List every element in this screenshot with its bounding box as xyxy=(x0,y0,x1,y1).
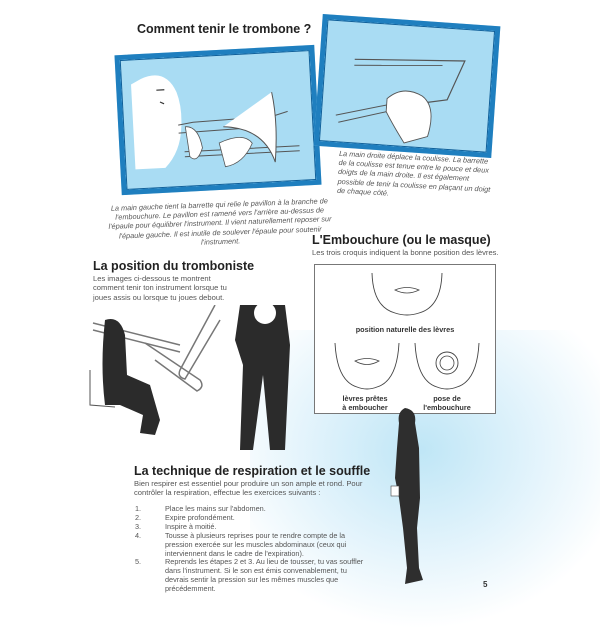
breathing-step: 2. Expire profondément. xyxy=(135,512,365,523)
embouchure-section-text: Les trois croquis indiquent la bonne pos… xyxy=(312,248,499,257)
step-number: 3. xyxy=(135,521,142,531)
face-label-mouthpiece-line1: pose de xyxy=(433,394,461,403)
breathing-step: 5. Reprends les étapes 2 et 3. Au lieu de… xyxy=(135,558,365,594)
step-text: Reprends les étapes 2 et 3. Au lieu de t… xyxy=(165,557,364,594)
hand-slide-illustration xyxy=(335,58,466,144)
face-label-ready: lèvres prêtes à emboucher xyxy=(325,394,405,412)
standing-person-side-illustration xyxy=(390,408,423,584)
breathing-section-title: La technique de respiration et le souffl… xyxy=(134,464,371,478)
trombonist-holding-illustration xyxy=(131,75,300,170)
position-section-title: La position du tromboniste xyxy=(93,259,255,273)
breathing-section-intro: Bien respirer est essentiel pour produir… xyxy=(134,479,363,498)
embouchure-section-title: L'Embouchure (ou le masque) xyxy=(312,233,491,247)
step-number: 2. xyxy=(135,512,142,522)
step-text: Expire profondément. xyxy=(165,512,235,522)
holding-left-caption: La main gauche tient la barrette qui rel… xyxy=(108,196,332,247)
trombonist-positions-illustration xyxy=(89,305,290,450)
step-text: Tousse à plusieurs reprises pour te rend… xyxy=(165,530,347,558)
breathing-step: 4. Tousse à plusieurs reprises pour te re… xyxy=(135,530,365,559)
face-label-mouthpiece: pose de l'embouchure xyxy=(407,394,487,412)
embouchure-sketch-box: position naturelle des lèvres lèvres prê… xyxy=(314,264,496,414)
lip-position-sketches xyxy=(334,272,480,390)
breathing-steps-list: 1. Place les mains sur l'abdomen. 2. Expir… xyxy=(135,504,365,594)
holding-right-caption: La main droite déplace la coulisse. La b… xyxy=(336,148,491,198)
position-section-text: Les images ci-dessous te montrent commen… xyxy=(93,274,227,302)
holding-section-title: Comment tenir le trombone ? xyxy=(137,22,312,36)
face-label-ready-line2: à emboucher xyxy=(342,403,388,412)
step-number: 5. xyxy=(135,557,142,567)
step-text: Inspire à moitié. xyxy=(165,521,217,531)
step-number: 4. xyxy=(135,530,142,540)
holding-left-image xyxy=(114,44,322,196)
face-label-natural: position naturelle des lèvres xyxy=(355,325,455,334)
breathing-step: 3. Inspire à moitié. xyxy=(135,521,365,532)
breathing-step: 1. Place les mains sur l'abdomen. xyxy=(135,504,365,514)
page-number: 5 xyxy=(483,580,488,589)
step-number: 1. xyxy=(135,504,142,513)
face-label-mouthpiece-line2: l'embouchure xyxy=(423,403,471,412)
step-text: Place les mains sur l'abdomen. xyxy=(165,504,266,513)
holding-right-image xyxy=(313,13,501,159)
face-label-ready-line1: lèvres prêtes xyxy=(342,394,388,403)
